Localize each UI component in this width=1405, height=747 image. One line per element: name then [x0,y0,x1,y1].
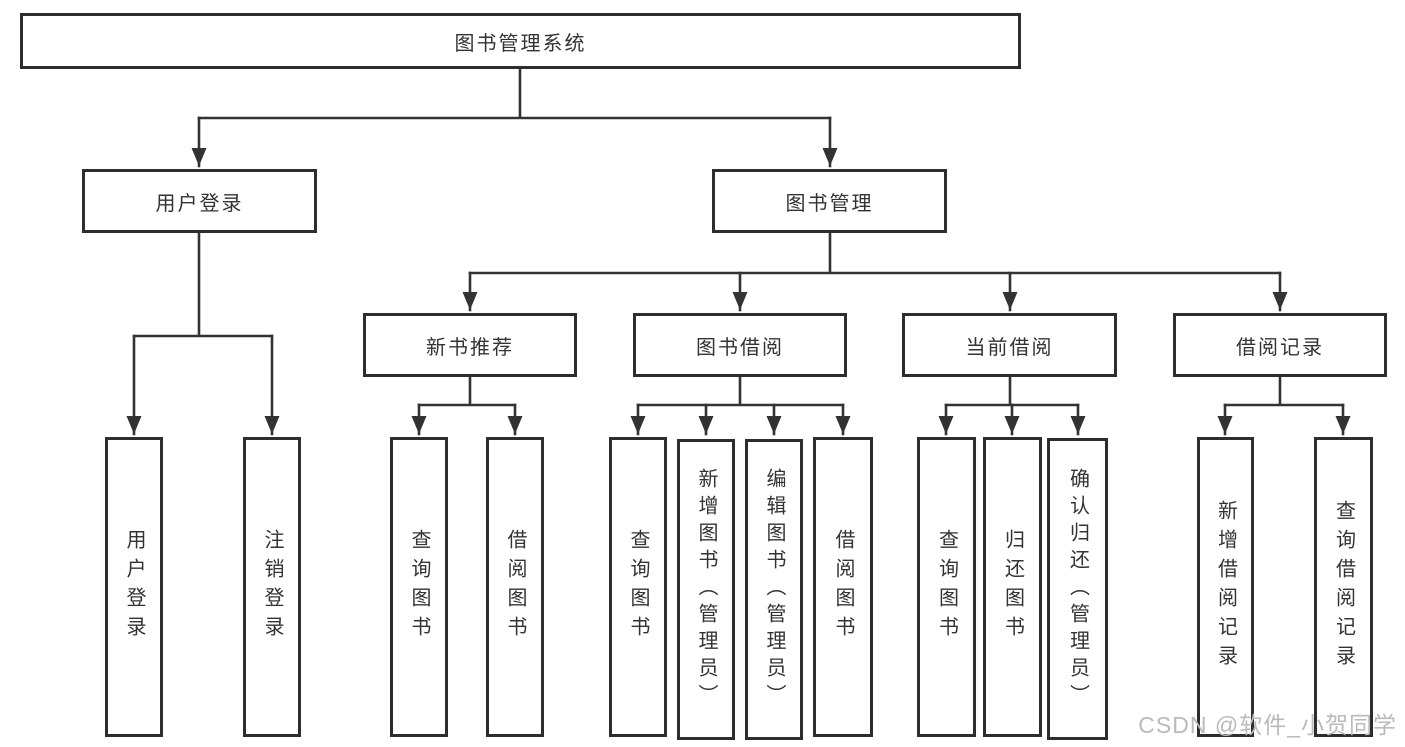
csdn-watermark: CSDN @软件_小贺同学 [1138,712,1397,738]
leaf-query-books-1: 查询图书 [390,437,448,737]
connector-current-borrow [938,375,1086,436]
leaf-query-books-2-label: 查询图书 [627,529,649,645]
leaf-add-books-admin: 新增图书（管理员） [677,439,735,740]
leaf-return-books-label: 归还图书 [1001,529,1024,645]
leaf-add-borrow-record-label: 新增借阅记录 [1214,500,1237,674]
leaf-borrow-books-2-label: 借阅图书 [832,529,854,645]
leaf-query-books-1-label: 查询图书 [408,529,430,645]
node-new-book-recommend-label: 新书推荐 [426,336,514,359]
leaf-query-books-3: 查询图书 [917,437,976,737]
leaf-add-borrow-record: 新增借阅记录 [1197,437,1254,737]
leaf-logout: 注销登录 [243,437,301,737]
node-root-label: 图书管理系统 [454,32,587,55]
connector-book-borrow [630,375,851,436]
leaf-user-login-label: 用户登录 [123,529,145,645]
node-new-book-recommend: 新书推荐 [363,313,577,377]
leaf-confirm-return-admin-label: 确认归还（管理员） [1066,467,1089,711]
node-borrow-records-label: 借阅记录 [1236,336,1324,359]
node-root: 图书管理系统 [20,13,1021,69]
node-user-login-label: 用户登录 [155,192,244,215]
node-current-borrow-label: 当前借阅 [965,336,1054,359]
leaf-borrow-books-1-label: 借阅图书 [504,529,526,645]
leaf-borrow-books-1: 借阅图书 [486,437,544,737]
node-book-borrow-label: 图书借阅 [696,336,784,359]
leaf-logout-label: 注销登录 [261,529,283,645]
node-user-login: 用户登录 [82,169,317,233]
leaf-query-borrow-record: 查询借阅记录 [1314,437,1373,737]
leaf-add-books-admin-label: 新增图书（管理员） [695,468,717,711]
leaf-edit-books-admin-label: 编辑图书（管理员） [763,468,785,711]
leaf-user-login: 用户登录 [105,437,163,737]
connector-new-book-recommend [411,375,523,436]
leaf-borrow-books-2: 借阅图书 [813,437,873,737]
connector-user-login [126,231,280,436]
node-current-borrow: 当前借阅 [902,313,1117,377]
connector-root [191,67,838,168]
node-book-management-label: 图书管理 [785,192,874,215]
leaf-query-books-3-label: 查询图书 [935,529,958,645]
leaf-edit-books-admin: 编辑图书（管理员） [745,439,803,740]
node-book-borrow: 图书借阅 [633,313,847,377]
connector-borrow-records [1217,375,1351,436]
connector-book-management [462,231,1288,312]
leaf-query-borrow-record-label: 查询借阅记录 [1332,500,1355,674]
node-borrow-records: 借阅记录 [1173,313,1387,377]
node-book-management: 图书管理 [712,169,947,233]
leaf-return-books: 归还图书 [983,437,1042,737]
leaf-query-books-2: 查询图书 [609,437,667,737]
leaf-confirm-return-admin: 确认归还（管理员） [1047,438,1108,740]
